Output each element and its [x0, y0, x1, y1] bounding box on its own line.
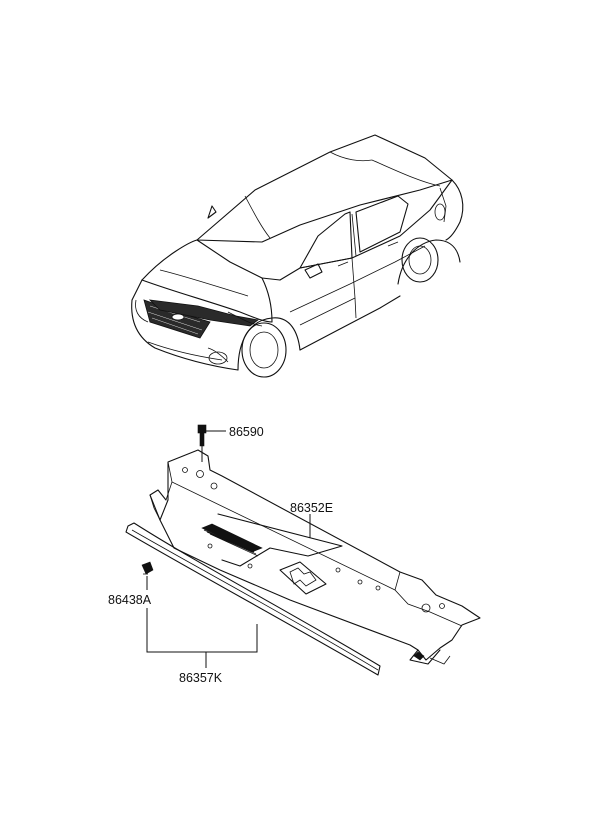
part-label-86352E: 86352E	[290, 501, 333, 515]
part-label-86357K: 86357K	[179, 671, 223, 685]
leader-line-86357K	[146, 608, 258, 668]
part-label-86590: 86590	[229, 425, 264, 439]
cover-panel-86352E	[149, 449, 481, 665]
clip-86590	[197, 424, 207, 447]
part-label-86438A: 86438A	[108, 593, 152, 607]
retainer-86438A	[141, 561, 154, 575]
vehicle-illustration	[131, 134, 464, 378]
molding-strip	[125, 522, 381, 676]
